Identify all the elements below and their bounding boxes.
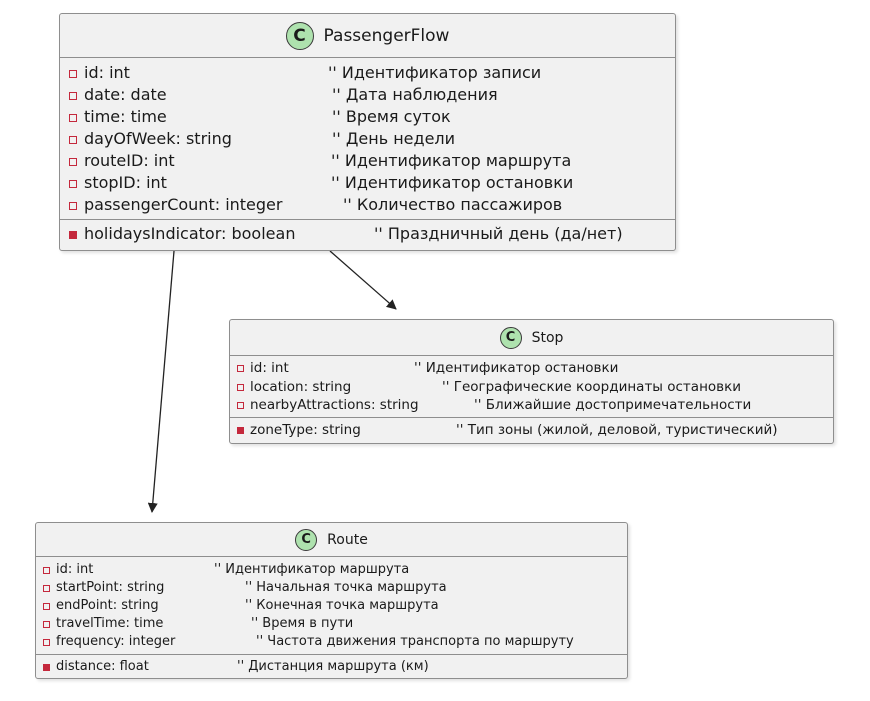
private-method-icon xyxy=(43,664,50,671)
field-comment: '' Дистанция маршрута (км) xyxy=(237,659,429,674)
field-row: id: int '' Идентификатор остановки xyxy=(230,359,833,378)
field-row: stopID: int '' Идентификатор остановки xyxy=(60,172,675,194)
private-field-icon xyxy=(69,136,77,144)
field-comment: '' Конечная точка маршрута xyxy=(245,598,439,613)
field-name: id: int xyxy=(84,63,130,82)
field-name: id: int xyxy=(56,562,94,577)
field-name: stopID: int xyxy=(84,173,167,192)
field-comment: '' Дата наблюдения xyxy=(332,85,498,104)
field-name: nearbyAttractions: string xyxy=(250,397,419,413)
field-comment: '' Идентификатор остановки xyxy=(331,173,574,192)
field-name: time: time xyxy=(84,107,167,126)
field-row: frequency: integer '' Частота движения тр… xyxy=(36,633,627,651)
private-field-icon xyxy=(43,603,50,610)
section-divider xyxy=(60,219,675,220)
field-comment: '' Праздничный день (да/нет) xyxy=(374,224,623,243)
field-row: zoneType: string '' Тип зоны (жилой, дело… xyxy=(230,421,833,440)
field-row: id: int '' Идентификатор маршрута xyxy=(36,561,627,579)
class-name: Route xyxy=(327,531,368,548)
field-row: routeID: int '' Идентификатор маршрута xyxy=(60,150,675,172)
private-field-icon xyxy=(237,383,244,391)
field-comment: '' Ближайшие достопримечательности xyxy=(474,397,752,413)
field-comment: '' Время суток xyxy=(332,107,451,126)
field-comment: '' Идентификатор маршрута xyxy=(331,151,572,170)
field-comment: '' Время в пути xyxy=(251,616,354,631)
field-name: distance: float xyxy=(56,659,149,674)
class-header: C PassengerFlow xyxy=(60,14,675,58)
field-name: passengerCount: integer xyxy=(84,195,283,214)
field-row: travelTime: time '' Время в пути xyxy=(36,615,627,633)
class-header: C Stop xyxy=(230,320,833,356)
class-passengerflow[interactable]: C PassengerFlow id: int '' Идентификатор … xyxy=(59,13,676,251)
field-name: startPoint: string xyxy=(56,580,165,595)
field-name: endPoint: string xyxy=(56,598,159,613)
field-name: id: int xyxy=(250,360,289,376)
private-field-icon xyxy=(69,202,77,210)
field-name: location: string xyxy=(250,378,352,395)
field-row: dayOfWeek: string '' День недели xyxy=(60,128,675,150)
field-row: holidaysIndicator: boolean '' Праздничный… xyxy=(60,223,675,245)
field-comment: '' Идентификатор остановки xyxy=(414,360,619,376)
private-field-icon xyxy=(69,180,77,188)
class-c-icon: C xyxy=(295,528,318,551)
private-method-icon xyxy=(69,231,77,239)
private-field-icon xyxy=(69,158,77,166)
class-route[interactable]: C Route id: int '' Идентификатор маршрута… xyxy=(35,522,628,679)
class-name: Stop xyxy=(531,329,564,346)
private-field-icon xyxy=(237,365,244,372)
field-comment: '' Географические координаты остановки xyxy=(442,378,742,395)
field-row: id: int '' Идентификатор записи xyxy=(60,62,675,84)
class-header: C Route xyxy=(36,523,627,557)
field-row: time: time '' Время суток xyxy=(60,106,675,128)
arrow-passengerflow-to-stop xyxy=(329,250,397,310)
field-comment: '' День недели xyxy=(332,129,456,148)
field-name: frequency: integer xyxy=(56,634,176,649)
private-field-icon xyxy=(43,567,50,574)
class-stop[interactable]: C Stop id: int '' Идентификатор остановки… xyxy=(229,319,834,444)
private-field-icon xyxy=(69,92,77,100)
private-field-icon xyxy=(237,402,244,409)
private-field-icon xyxy=(43,639,50,646)
field-comment: '' Тип зоны (жилой, деловой, туристическ… xyxy=(456,421,778,438)
class-name: PassengerFlow xyxy=(323,25,450,46)
field-comment: '' Количество пассажиров xyxy=(343,195,563,214)
field-row: nearbyAttractions: string '' Ближайшие до… xyxy=(230,396,833,415)
class-c-icon: C xyxy=(285,21,314,50)
field-name: routeID: int xyxy=(84,151,175,170)
field-row: date: date '' Дата наблюдения xyxy=(60,84,675,106)
field-name: zoneType: string xyxy=(250,421,361,438)
section-divider xyxy=(230,416,833,418)
field-comment: '' Начальная точка маршрута xyxy=(245,580,447,595)
field-row: passengerCount: integer '' Количество пас… xyxy=(60,194,675,216)
private-field-icon xyxy=(69,114,77,122)
field-comment: '' Частота движения транспорта по маршру… xyxy=(256,634,574,649)
field-name: date: date xyxy=(84,85,167,104)
field-name: holidaysIndicator: boolean xyxy=(84,224,296,243)
field-name: travelTime: time xyxy=(56,616,164,631)
field-row: endPoint: string '' Конечная точка маршру… xyxy=(36,597,627,615)
private-field-icon xyxy=(43,621,50,628)
field-row: startPoint: string '' Начальная точка мар… xyxy=(36,579,627,597)
field-row: location: string '' Географические коорди… xyxy=(230,378,833,397)
private-method-icon xyxy=(237,426,244,434)
field-comment: '' Идентификатор маршрута xyxy=(214,562,410,577)
class-c-icon: C xyxy=(499,326,522,349)
private-field-icon xyxy=(69,70,77,78)
field-row: distance: float '' Дистанция маршрута (км… xyxy=(36,658,627,676)
arrow-passengerflow-to-route xyxy=(147,250,175,513)
private-field-icon xyxy=(43,585,50,592)
field-comment: '' Идентификатор записи xyxy=(328,63,542,82)
section-divider xyxy=(36,654,627,655)
field-name: dayOfWeek: string xyxy=(84,129,232,148)
